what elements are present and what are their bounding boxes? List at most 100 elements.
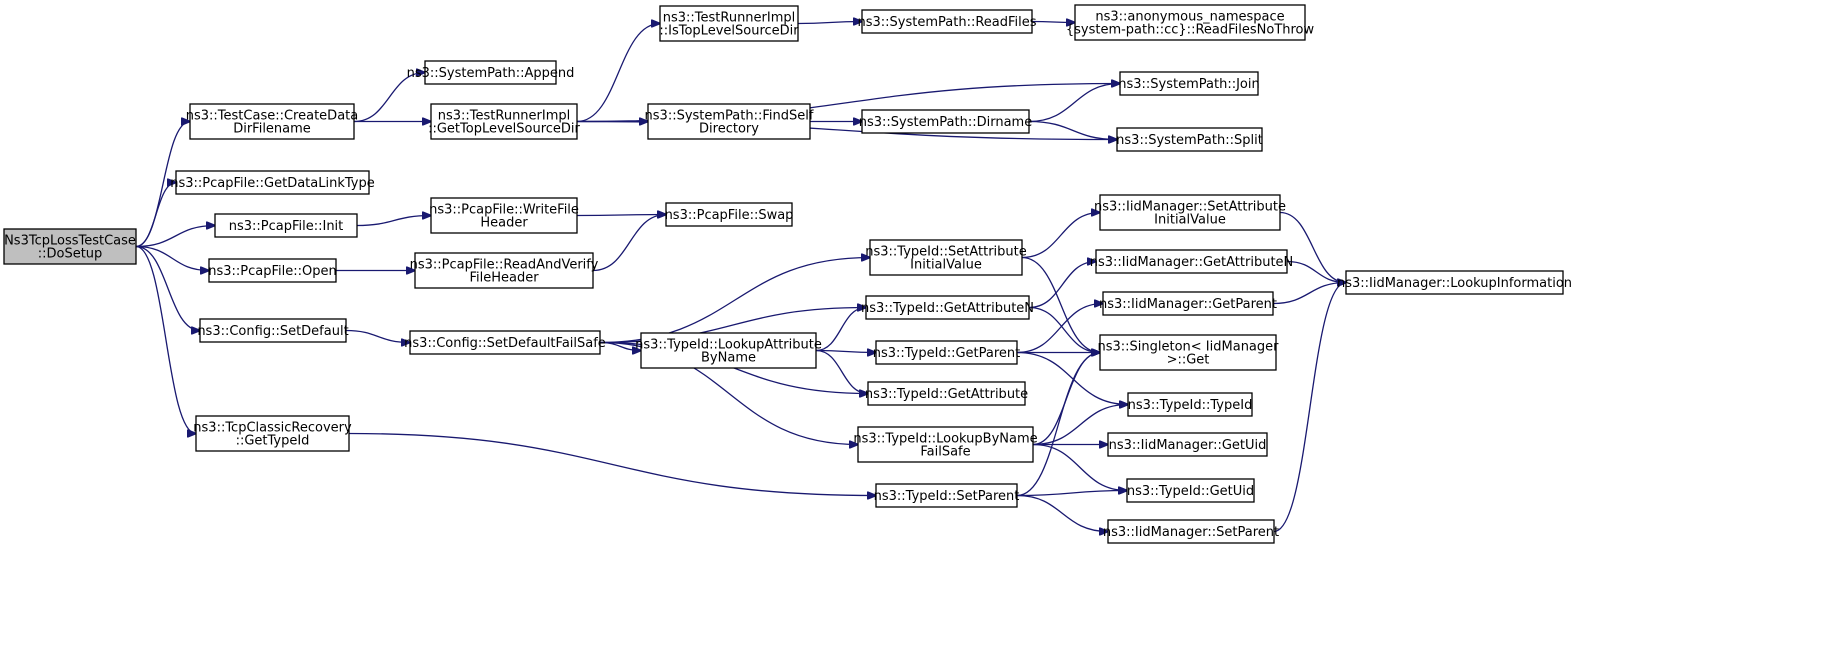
node-tcpClassic[interactable]: ns3::TcpClassicRecovery::GetTypeId [193,415,352,452]
edge-pcapInit-to-writeFileHeader [356,216,431,227]
node-tidSetParent[interactable]: ns3::TypeId::SetParent [874,483,1020,508]
node-label: ns3::TypeId::LookupAttribute [635,338,822,353]
node-box [430,103,578,140]
node-box [640,332,817,369]
node-pcapInit[interactable]: ns3::PcapFile::Init [214,213,358,238]
edge-root-to-getDataLinkType [135,183,176,248]
node-spAppend[interactable]: ns3::SystemPath::Append [407,60,575,85]
node-label: ns3::TestCase::CreateData [186,109,358,124]
node-label: Header [480,216,528,231]
node-spJoin[interactable]: ns3::SystemPath::Join [1118,71,1260,96]
node-box [659,5,799,42]
node-tidGetAttrN[interactable]: ns3::TypeId::GetAttributeN [861,295,1034,320]
node-iidSetAttrInit[interactable]: ns3::IidManager::SetAttributeInitialValu… [1094,194,1286,231]
node-iidGetAttrN[interactable]: ns3::IidManager::GetAttributeN [1090,249,1294,274]
node-pcapOpen[interactable]: ns3::PcapFile::Open [208,258,337,283]
node-label: ns3::TestRunnerImpl [438,109,571,124]
edge-root-to-configSetDefault [135,245,200,331]
node-box [1095,249,1288,274]
node-iidGetParent[interactable]: ns3::IidManager::GetParent [1099,291,1277,316]
edge-iidSetAttrInit-to-iidLookupInfo [1279,211,1346,283]
node-box [861,109,1030,134]
node-label: DirFilename [233,122,311,137]
node-box [409,330,601,355]
node-label: InitialValue [1154,213,1226,228]
node-label: ns3::TypeId::GetUid [1127,484,1254,499]
node-root[interactable]: Ns3TcpLossTestCase::DoSetup [3,228,137,265]
node-singletonGet[interactable]: ns3::Singleton< IidManager>::Get [1097,334,1279,371]
node-box [875,340,1018,365]
node-iidGetUid[interactable]: ns3::IidManager::GetUid [1107,432,1268,457]
node-readFilesNoThrow[interactable]: ns3::anonymous_namespace{system-path::cc… [1066,4,1315,41]
node-pcapSwap[interactable]: ns3::PcapFile::Swap [665,202,794,227]
edge-getTopLevel-to-isTopLevel [576,24,660,123]
node-box [195,415,350,452]
node-tidTypeId[interactable]: ns3::TypeId::TypeId [1127,392,1253,417]
edge-dirname-to-spSplit [1028,120,1117,140]
edge-root-to-tcpClassic [135,245,196,434]
node-box [647,103,811,140]
node-label: ns3::TypeId::SetParent [874,489,1020,504]
node-iidLookupInfo[interactable]: ns3::IidManager::LookupInformation [1337,270,1572,295]
node-box [1119,71,1259,96]
edge-dirname-to-spJoin [1028,84,1120,123]
node-box [430,197,578,234]
node-box [1102,291,1274,316]
node-box [189,103,355,140]
node-label: ns3::Config::SetDefault [197,324,348,339]
node-label: InitialValue [910,258,982,273]
edge-lookupAttrByName-to-tidGetAttribute [815,349,868,394]
node-label: ::GetTypeId [236,434,310,449]
node-readFiles[interactable]: ns3::SystemPath::ReadFiles [857,9,1037,34]
node-isTopLevel[interactable]: ns3::TestRunnerImpl::IsTopLevelSourceDir [659,5,799,42]
node-label: ByName [701,351,756,366]
node-getTopLevel[interactable]: ns3::TestRunnerImpl::GetTopLevelSourceDi… [428,103,581,140]
edge-root-to-pcapOpen [135,245,209,271]
node-label: {system-path::cc}::ReadFilesNoThrow [1066,23,1315,38]
node-getDataLinkType[interactable]: ns3::PcapFile::GetDataLinkType [170,170,375,195]
node-box [1127,392,1253,417]
node-box [1099,334,1277,371]
edge-tidLookupByName-to-tidTypeId [1032,405,1128,446]
node-box [1126,478,1255,503]
node-configSetDefault[interactable]: ns3::Config::SetDefault [197,318,349,343]
node-tidGetParent[interactable]: ns3::TypeId::GetParent [873,340,1021,365]
node-label: ns3::IidManager::GetUid [1109,438,1267,453]
edge-readFiles-to-readFilesNoThrow [1031,22,1075,23]
node-label: FileHeader [469,271,539,286]
node-box [867,381,1026,406]
edge-setDefaultFailSafe-to-tidSetAttrInit [599,258,870,344]
node-label: >::Get [1167,353,1210,368]
node-label: ns3::anonymous_namespace [1095,10,1284,25]
node-label: ns3::IidManager::GetParent [1099,297,1277,312]
node-box [857,426,1034,463]
node-spSplit[interactable]: ns3::SystemPath::Split [1116,127,1263,152]
node-box [208,258,337,283]
node-tidGetUid[interactable]: ns3::TypeId::GetUid [1126,478,1255,503]
edge-configSetDefault-to-setDefaultFailSafe [345,329,410,343]
node-label: ns3::IidManager::SetParent [1103,525,1279,540]
node-label: ns3::SystemPath::FindSelf [645,109,814,124]
node-box [1074,4,1306,41]
node-layer: Ns3TcpLossTestCase::DoSetup ns3::TestCase… [3,4,1572,544]
node-iidSetParent[interactable]: ns3::IidManager::SetParent [1103,519,1279,544]
node-setDefaultFailSafe[interactable]: ns3::Config::SetDefaultFailSafe [404,330,606,355]
node-label: ns3::PcapFile::GetDataLinkType [170,176,374,191]
node-box [865,295,1030,320]
edge-lookupAttrByName-to-tidGetAttrN [815,308,866,352]
node-tidGetAttribute[interactable]: ns3::TypeId::GetAttribute [865,381,1028,406]
node-box [424,60,557,85]
node-dirname[interactable]: ns3::SystemPath::Dirname [859,109,1032,134]
edge-tidGetAttrN-to-singletonGet [1028,306,1100,353]
node-label: ns3::Singleton< IidManager [1097,340,1279,355]
node-label: ns3::TypeId::SetAttribute [865,245,1027,260]
node-label: ns3::TypeId::GetAttribute [865,387,1028,402]
node-box [1345,270,1564,295]
